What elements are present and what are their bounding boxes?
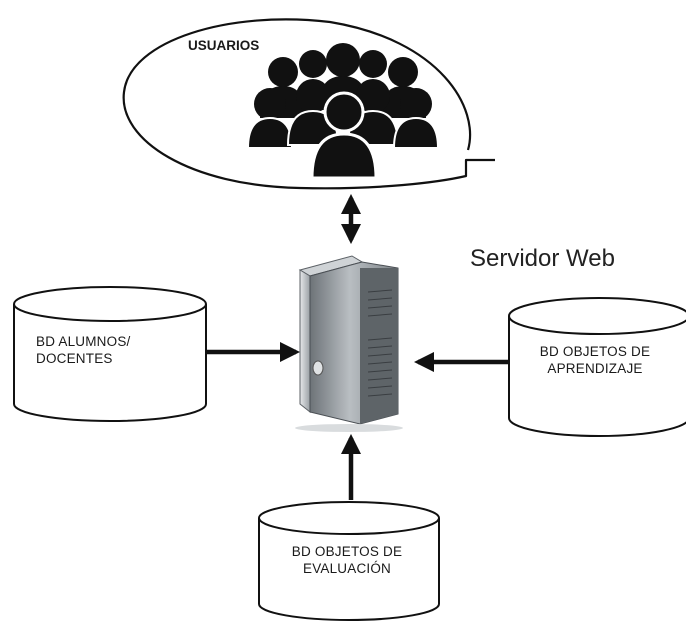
users-label: USUARIOS	[188, 38, 260, 53]
db-alumnos-line1: BD ALUMNOS/	[36, 334, 131, 349]
users-group-icon	[246, 43, 440, 180]
db-evaluacion-cylinder	[258, 501, 440, 621]
db-alumnos-cylinder	[13, 286, 207, 422]
db-alumnos-line2: DOCENTES	[36, 350, 113, 366]
db-evaluacion-line2: EVALUACIÓN	[302, 560, 392, 576]
db-aprendizaje-cylinder	[508, 297, 686, 437]
db-evaluacion-line1: BD OBJETOS DE	[291, 544, 403, 559]
db-aprendizaje-label: BD OBJETOS DE APRENDIZAJE	[520, 344, 670, 378]
db-alumnos-label: BD ALUMNOS/ DOCENTES	[36, 334, 186, 368]
db-aprendizaje-line1: BD OBJETOS DE	[539, 344, 651, 359]
db-evaluacion-label: BD OBJETOS DE EVALUACIÓN	[262, 544, 432, 578]
db-aprendizaje-line2: APRENDIZAJE	[547, 360, 643, 376]
server-label: Servidor Web	[470, 245, 615, 272]
server-tower-icon	[295, 255, 403, 432]
